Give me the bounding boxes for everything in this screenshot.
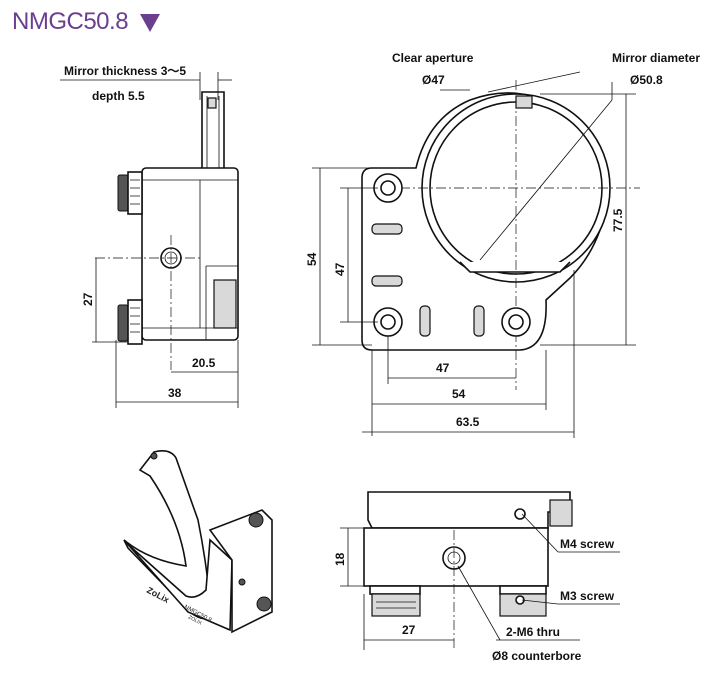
triangle-down-icon[interactable] [140,14,160,32]
aperture-leader-top [487,71,581,93]
m4-leader [521,513,559,553]
side-block-edges [142,179,238,340]
upper-spring [371,223,403,235]
photo-side-hole [238,578,246,586]
upper-knob-grip [130,179,140,205]
side-spring-slot [213,279,237,329]
front-dim-47-horizontal: 47 [436,361,450,375]
photo-knob-top [248,512,264,528]
left-foot [371,593,421,617]
clear-aperture-label: Clear aperture [392,51,474,65]
lower-knob-collar [127,299,143,345]
side-dim-27: 27 [81,292,95,306]
upper-knob [117,174,129,212]
side-dim-20-5: 20.5 [192,356,216,370]
left-foot-top [369,585,421,595]
lower-left-screw-inner [380,314,396,330]
mirror-diameter-leader [479,99,613,261]
right-foot [499,593,547,617]
bottom-top-plate [367,491,571,529]
lower-right-screw-inner [508,314,524,330]
mirror-diameter-value: Ø50.8 [630,73,663,87]
mirror-plate-tab [207,97,217,109]
photo-base-block [208,509,273,634]
left-foot-grip [376,601,416,609]
right-pin [473,305,485,337]
side-view: Mirror thickness 3～5 depth 5.5 27 20.5 3… [60,64,239,408]
front-dim-63-5: 63.5 [456,415,480,429]
m3-screw-label: M3 screw [560,589,615,603]
front-dim-77-5: 77.5 [611,208,625,232]
m4-screw-label: M4 screw [560,537,615,551]
side-dim-38: 38 [168,386,182,400]
bottom-view: 18 27 M4 screw M3 screw 2-M6 thru Ø8 cou… [333,491,620,663]
m6-leader [457,565,501,641]
lower-knob [117,304,129,342]
lower-spring [371,275,403,287]
counterbore-label: Ø8 counterbore [492,649,582,663]
lower-knob-grip [130,307,140,333]
mirror-diameter-label: Mirror diameter [612,51,700,65]
bottom-dim-18: 18 [333,552,347,566]
m4-screw-head [514,508,526,520]
page-title: NMGC50.8 [12,8,129,35]
depth-label: depth 5.5 [92,89,145,103]
m3-leader [521,599,559,605]
front-view: Clear aperture Ø47 Mirror diameter Ø50.8… [305,51,700,438]
mirror-thickness-label: Mirror thickness 3～5 [64,64,186,78]
upper-left-screw-inner [380,180,396,196]
front-dim-47-vertical: 47 [333,262,347,276]
right-foot-top [499,585,547,595]
mirror-top-tab [515,95,533,109]
product-photo: ZoLix NMGC50.8 ZOLIX [123,450,273,634]
bottom-dim-27: 27 [402,623,416,637]
front-dim-54-vertical: 54 [305,252,319,266]
m6-label: 2-M6 thru [506,625,560,639]
clear-aperture-value: Ø47 [422,73,445,87]
front-dim-54-horizontal: 54 [452,387,466,401]
bottom-top-tab [549,499,573,527]
photo-knob-bottom [256,596,272,612]
mirror-bottom-lip [459,261,571,273]
upper-knob-collar [127,171,143,215]
photo-top-tab [150,452,158,460]
left-pin [419,305,431,337]
